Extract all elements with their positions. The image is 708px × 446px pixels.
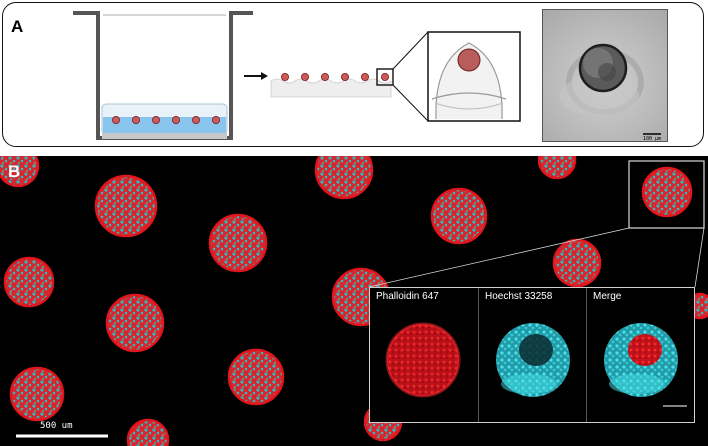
zoomed-droplet (427, 31, 521, 122)
panel-a-label: A (11, 17, 24, 36)
channel-label: Merge (593, 291, 622, 302)
channel-label: Phalloidin 647 (376, 291, 439, 302)
spheroids (0, 156, 708, 446)
panel-b-label: B (8, 162, 21, 181)
channel-merge: Merge (586, 288, 694, 422)
panel-a: A (2, 2, 704, 147)
arrow-right-icon (244, 72, 268, 80)
channel-label: Hoechst 33258 (485, 291, 553, 302)
transwell-insert (73, 11, 253, 140)
channel-inset: Phalloidin 647 Hoechst 33258 Merge (369, 287, 695, 423)
membrane-strip (270, 68, 394, 98)
channel-phalloidin: Phalloidin 647 (370, 288, 478, 422)
scale-bar-label: 500 um (40, 421, 73, 431)
channel-hoechst: Hoechst 33258 (478, 288, 586, 422)
panel-b: B 500 um Phalloidin 647 Hoechst 33258 Me… (0, 156, 708, 446)
spheroid-field (0, 156, 708, 446)
micrograph-scale-label: 100 μm (643, 136, 662, 142)
spheroid-micrograph: 100 μm (542, 9, 668, 142)
panel-a-schematic (73, 11, 521, 140)
